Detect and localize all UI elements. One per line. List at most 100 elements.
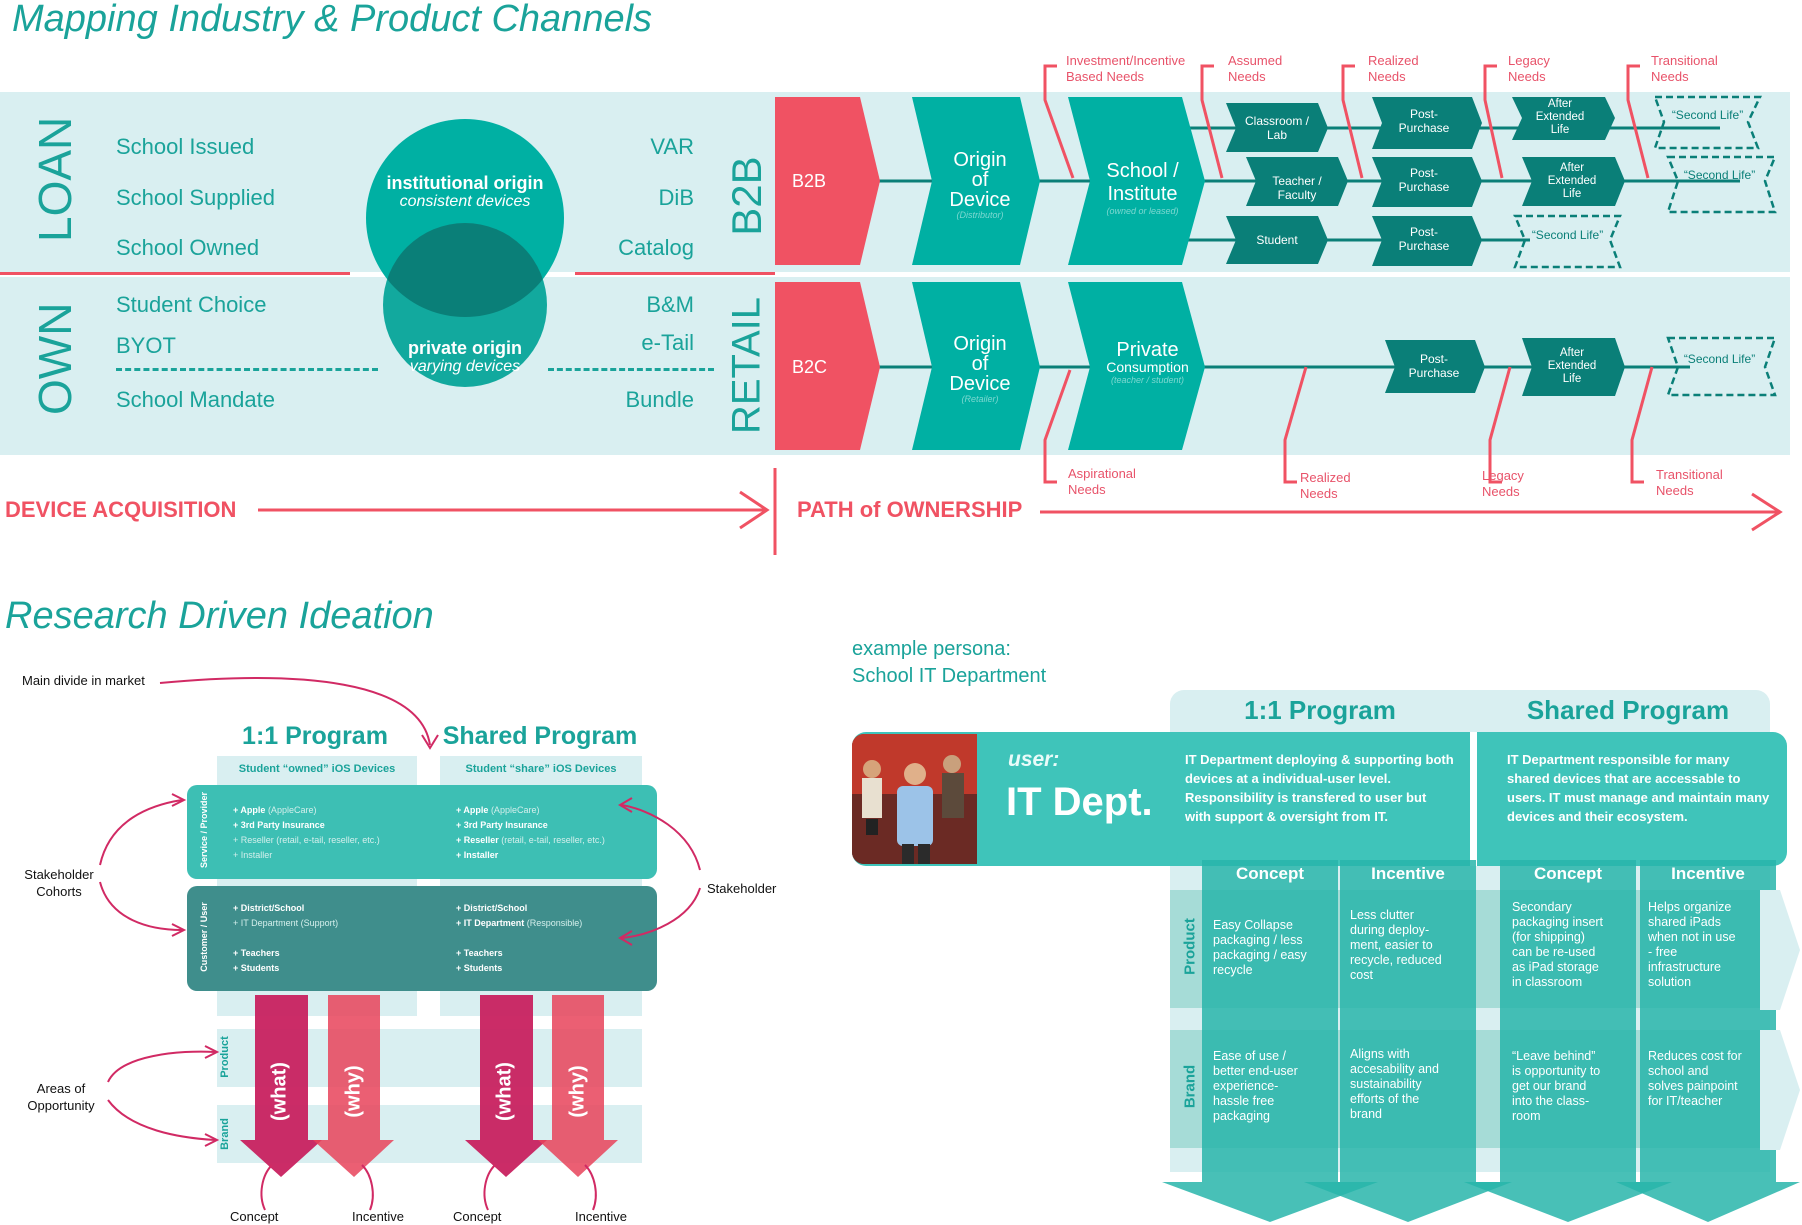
row-arrow-product [1760,890,1800,1010]
private-sub2: (teacher / student) [1110,375,1185,385]
need-label: Investment/Incentive Based Needs [1066,53,1186,84]
post-purchase-node [1372,157,1482,207]
persona-heading: example persona: [852,638,1011,660]
bullet: + Apple (AppleCare) [456,805,540,815]
ideation-title: Research Driven Ideation [5,595,434,637]
origin-venn [366,119,564,387]
second-life-node [1513,214,1622,269]
bullet: + IT Department (Responsible) [456,918,583,928]
cell-brand-incentive-2: Reduces cost for school and solves painp… [1648,1049,1742,1108]
second-life-label: “Second Life” [1683,352,1756,366]
persona-col1-title: 1:1 Program [1244,695,1396,725]
post-purchase-label: Post-Purchase [1398,225,1450,253]
areas-of-opportunity-label: Areas of Opportunity [27,1081,95,1113]
need-bracket [1283,366,1308,484]
private-label: Private Consumption (teacher / student) [1090,340,1205,385]
concept-label: Concept [453,1209,502,1224]
origin-chevron-top [912,97,1040,265]
persona-col2-title: Shared Program [1526,695,1730,725]
bullet: + District/School [233,903,305,913]
need-label: Aspirational Needs [1068,466,1136,497]
bullet: + Students [233,963,280,973]
persona-photo [852,734,977,864]
concept-header: Concept [1534,864,1602,883]
need-label: Legacy Needs [1508,53,1550,84]
bullet: + 3rd Party Insurance [233,820,325,830]
incentive-label: Incentive [575,1209,628,1224]
loan-item: School Owned [116,235,260,260]
loan-own-divider-right [575,272,775,275]
need-label: Legacy Needs [1482,468,1524,499]
after-extended-label: After Extended Life [1547,162,1597,200]
origin-sub: (Distributor) [956,210,1004,220]
role-node-student [1226,216,1328,264]
after-extended-node [1522,157,1625,206]
bullet: + Teachers [233,948,280,958]
b2b-channel: VAR [650,134,694,159]
school-sub: (owned or leased) [1106,206,1179,216]
cell-product-incentive-1: Less clutter during deploy-ment, easier … [1350,908,1442,982]
second-life-node [1666,155,1777,214]
col1-description: IT Department deploying & supporting bot… [1185,752,1454,824]
stakeholder-cohorts-label: Stakeholder Cohorts [24,867,94,899]
cell-product-concept-2: Secondary packaging insert (for shipping… [1512,900,1604,989]
b2c-box-label: B2C [792,357,828,377]
incentive-header: Incentive [1371,864,1445,883]
concept-header: Concept [1236,864,1304,883]
user-card [978,732,1178,866]
path-of-ownership-label: PATH of OWNERSHIP [797,497,1023,522]
own-item: BYOT [116,333,176,358]
stakeholder-label: Stakeholder [707,881,777,896]
after-extended-label: After Extended Life [1547,347,1597,385]
circle-bottom-sub: varying devices [409,358,521,375]
origin-label-top: Origin of Device (Distributor) [930,150,1030,220]
b2b-box [775,97,880,265]
bullet: + IT Department (Support) [233,918,339,928]
b2b-channel: DiB [658,185,694,210]
origin-title: Origin of Device [949,149,1011,211]
loan-item: School Supplied [116,185,276,210]
own-item: School Mandate [116,387,275,412]
incentive-arrow-1 [1304,860,1512,1222]
ideation-col1-sub: Student “owned” iOS Devices [238,763,396,775]
need-label: Transitional Needs [1651,53,1718,84]
second-life-node [1653,95,1762,150]
bullet: + District/School [456,903,528,913]
bullet: + Students [456,963,503,973]
role-node-teacher [1246,157,1348,206]
b2b-channel: Catalog [618,235,694,260]
origin-sub: (Retailer) [961,394,999,404]
need-bracket [1043,369,1072,484]
customer-list-right: + District/School + IT Department (Respo… [456,901,582,976]
loan-item: School Issued [116,134,255,159]
bullet: + Teachers [456,948,503,958]
col2-description: IT Department responsible for many share… [1507,752,1770,824]
incentive-arrow-2 [1616,860,1800,1222]
customer-user-row [187,886,657,991]
device-acquisition-label: DEVICE ACQUISITION [5,497,237,522]
column-gap [1470,732,1477,866]
b2c-box [775,282,880,450]
concept-arrow-1 [1162,860,1378,1222]
post-purchase-node [1372,97,1482,149]
retail-channel: e-Tail [641,330,694,355]
post-purchase-node [1372,216,1482,266]
need-bracket [1626,64,1650,179]
what-why-arrows [240,995,618,1177]
post-purchase-label: Post-Purchase [1398,107,1450,135]
cell-brand-concept-2: “Leave behind” is opportunity to get our… [1512,1049,1601,1123]
private-chevron [1068,282,1205,450]
need-bracket [1200,64,1224,179]
bullet: + Installer [233,850,273,860]
what-arrow [240,995,322,1177]
school-title: School / Institute [1106,160,1179,205]
why-arrow [313,995,394,1177]
what-arrow [465,995,547,1177]
need-label: Assumed Needs [1228,53,1283,84]
need-bracket [1043,64,1075,179]
persona-photo-figure [852,734,977,864]
persona-subheading: School IT Department [852,665,1047,687]
user-label: user: [1008,748,1060,771]
private-title: Private [1116,339,1179,361]
main-divide-label: Main divide in market [22,673,145,688]
